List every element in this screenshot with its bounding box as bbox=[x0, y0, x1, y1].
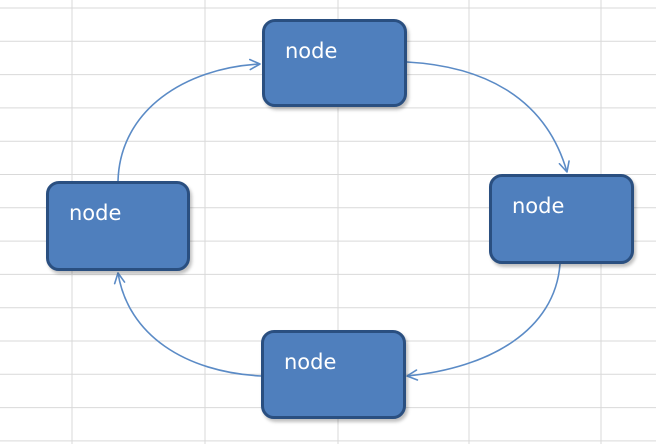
node-right[interactable]: node bbox=[489, 174, 634, 264]
node-bottom-label: node bbox=[284, 350, 337, 374]
node-left-label: node bbox=[69, 201, 122, 225]
node-left[interactable]: node bbox=[46, 181, 190, 271]
node-right-label: node bbox=[512, 194, 565, 218]
node-top[interactable]: node bbox=[262, 19, 407, 107]
node-bottom[interactable]: node bbox=[261, 330, 406, 419]
node-top-label: node bbox=[285, 39, 338, 63]
